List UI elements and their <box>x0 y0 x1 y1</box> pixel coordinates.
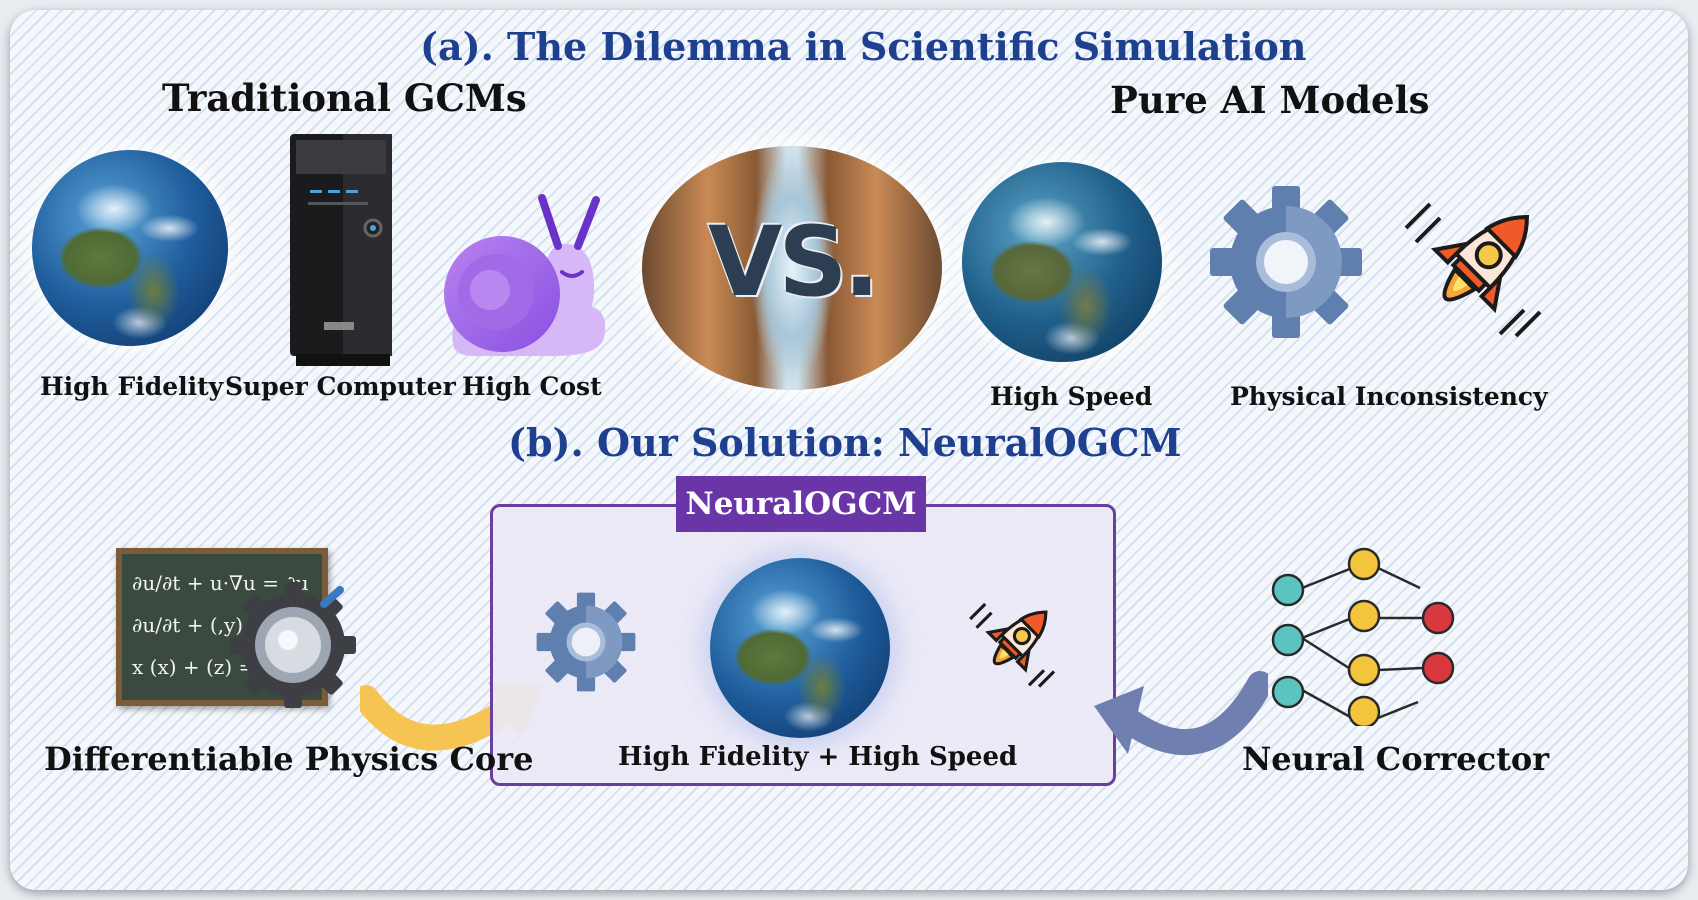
label-super-computer: Super Computer <box>225 372 456 401</box>
earth-globe-high-fidelity <box>32 150 228 346</box>
neural-network-icon <box>1271 547 1455 726</box>
section-a-title: (a). The Dilemma in Scientific Simulatio… <box>420 24 1307 69</box>
label-high-cost: High Cost <box>462 372 602 401</box>
gear-icon-small <box>536 592 636 692</box>
neuralogcm-tag: NeuralOGCM <box>676 476 926 532</box>
label-neural-corrector: Neural Corrector <box>1242 740 1550 778</box>
label-high-fidelity-high-speed: High Fidelity + High Speed <box>618 742 1018 772</box>
section-b-title: (b). Our Solution: NeuralOGCM <box>508 420 1182 465</box>
label-differentiable-physics-core: Differentiable Physics Core <box>44 740 534 778</box>
gear-icon <box>1210 186 1362 338</box>
rocket-icon <box>1404 202 1542 338</box>
label-high-fidelity: High Fidelity <box>40 372 224 401</box>
label-high-speed: High Speed <box>990 382 1153 411</box>
snail-icon <box>444 194 606 356</box>
pure-ai-heading: Pure AI Models <box>1110 78 1430 122</box>
versus-text: VS. <box>708 206 880 318</box>
supercomputer-icon <box>290 134 392 366</box>
figure-panel: (a). The Dilemma in Scientific Simulatio… <box>10 10 1688 890</box>
rocket-icon-small <box>969 602 1056 688</box>
arrow-corrector-to-core <box>1094 671 1268 756</box>
traditional-gcms-heading: Traditional GCMs <box>162 76 527 120</box>
tuning-knob-gear-icon <box>230 582 356 708</box>
label-physical-inconsistency: Physical Inconsistency <box>1230 382 1548 411</box>
earth-globe-neuralogcm <box>710 558 890 738</box>
earth-globe-high-speed <box>962 162 1162 362</box>
equation-line-1: ∂u/∂t + u·∇u = ∂u <box>132 571 309 595</box>
versus-canyon-emblem: VS. <box>642 146 942 390</box>
